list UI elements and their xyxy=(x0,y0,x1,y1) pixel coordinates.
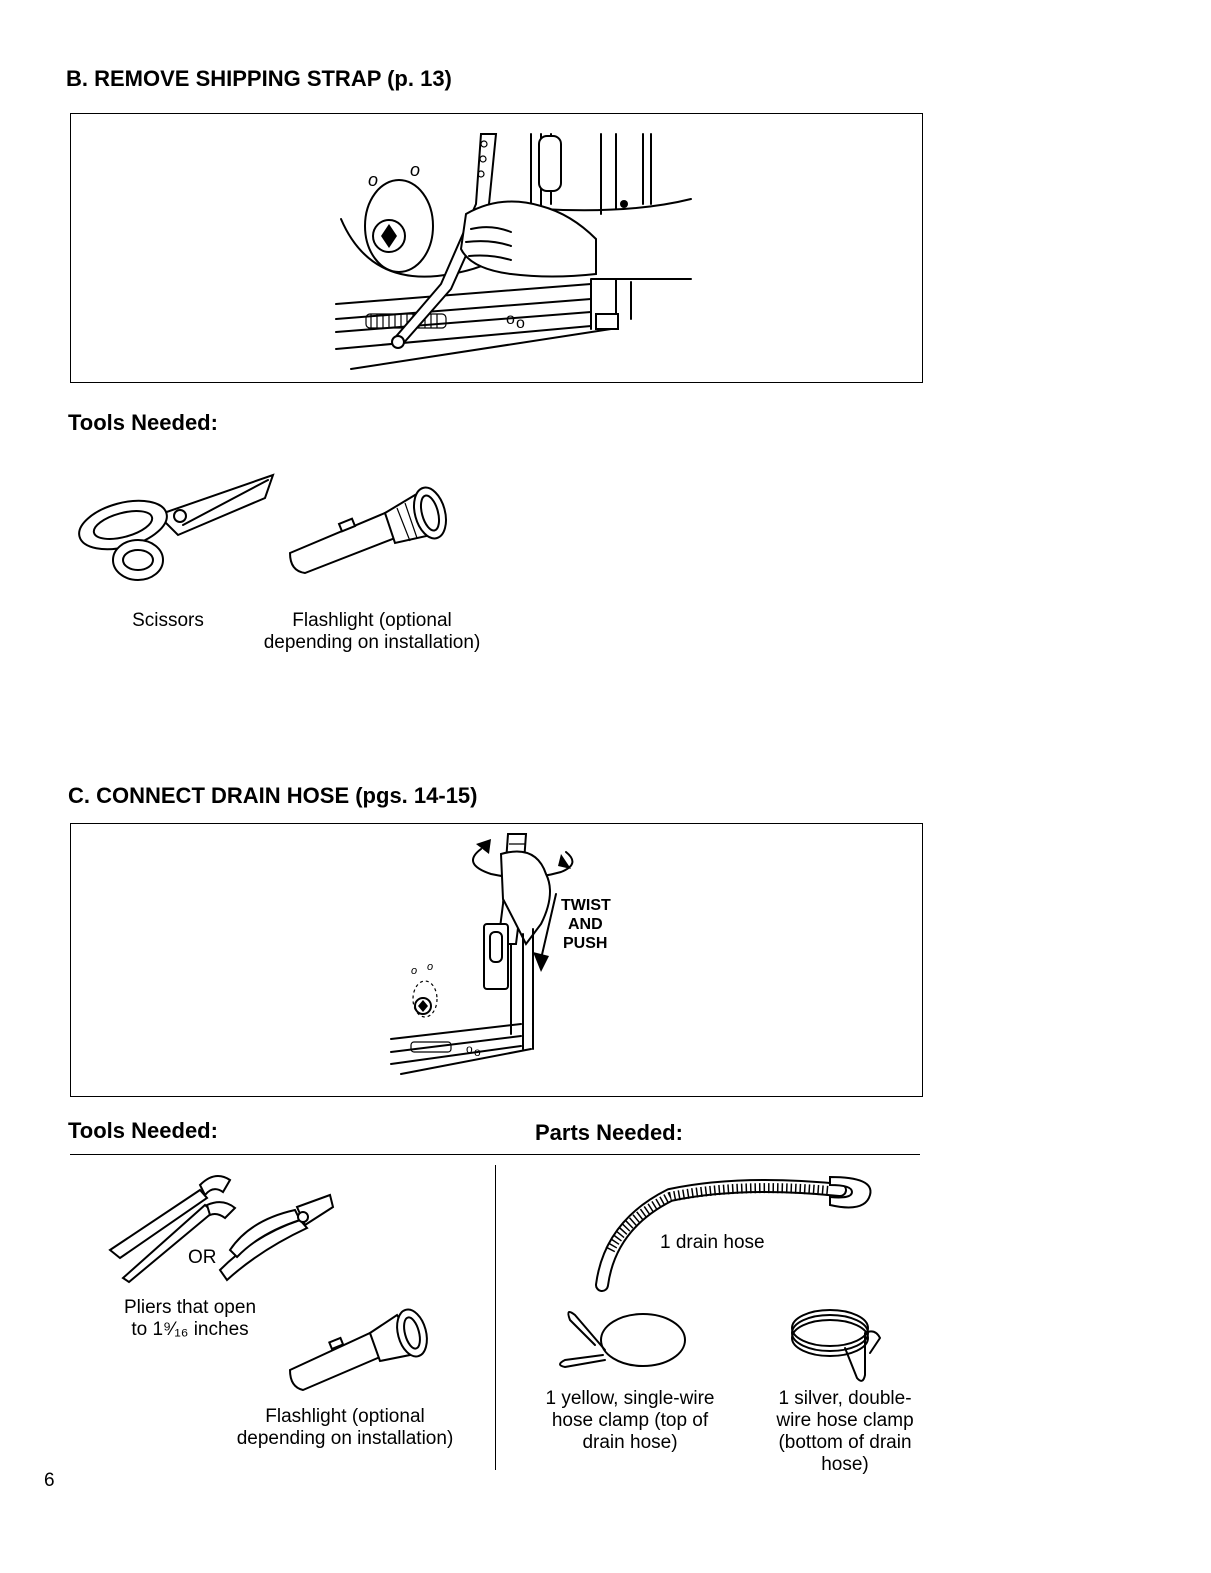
flashlight-label-line1: Flashlight (optional xyxy=(292,610,452,631)
yellow-clamp-line2: hose clamp (top of xyxy=(551,1410,709,1431)
pliers-label-line1: Pliers that open xyxy=(123,1297,257,1318)
washer-shipping-strap-illustration: o o o o xyxy=(335,133,692,370)
yellow-clamp-line1: 1 yellow, single-wire xyxy=(545,1388,715,1409)
flashlight-label-c: Flashlight (optional depending on instal… xyxy=(210,1406,480,1450)
svg-text:o: o xyxy=(474,1045,481,1059)
double-wire-clamp-icon xyxy=(791,1309,881,1382)
flashlight-icon xyxy=(288,1308,428,1392)
pliers-label: Pliers that open to 1⁹⁄₁₆ inches xyxy=(105,1297,275,1341)
scissors-icon xyxy=(78,473,275,581)
silver-clamp-line4: hose) xyxy=(821,1454,869,1475)
svg-text:o: o xyxy=(427,961,433,973)
flashlight-label-line2: depending on installation) xyxy=(236,1428,454,1449)
tongue-and-groove-pliers-icon xyxy=(108,1175,237,1284)
svg-text:o: o xyxy=(506,311,515,328)
flashlight-label-line1: Flashlight (optional xyxy=(265,1406,425,1427)
drain-hose-figure: o o o o TWIST AND PUSH xyxy=(70,823,923,1097)
flashlight-icon xyxy=(288,486,447,575)
section-b-tools-heading: Tools Needed: xyxy=(68,410,218,435)
headings-rule xyxy=(70,1154,920,1155)
page-number: 6 xyxy=(44,1470,55,1491)
section-c-heading: C. CONNECT DRAIN HOSE (pgs. 14-15) xyxy=(68,783,478,808)
section-c-tools-heading: Tools Needed: xyxy=(68,1118,218,1143)
slip-joint-pliers-icon xyxy=(218,1193,335,1282)
drain-hose-icon xyxy=(595,1175,872,1292)
twist-label: TWIST xyxy=(561,897,611,914)
scissors-label: Scissors xyxy=(132,610,204,631)
push-label: PUSH xyxy=(563,935,607,952)
shipping-strap-figure: o o o o xyxy=(70,113,923,383)
svg-text:o: o xyxy=(410,160,420,180)
yellow-clamp-label: 1 yellow, single-wire hose clamp (top of… xyxy=(520,1388,740,1454)
pliers-label-line2: to 1⁹⁄₁₆ inches xyxy=(131,1319,249,1340)
svg-text:o: o xyxy=(368,170,378,190)
column-divider xyxy=(495,1165,496,1470)
section-b-heading: B. REMOVE SHIPPING STRAP (p. 13) xyxy=(66,66,452,91)
twist-and-push-illustration: o o o o TWIST AND PUSH xyxy=(390,833,611,1075)
single-wire-clamp-icon xyxy=(559,1310,686,1368)
silver-clamp-line3: (bottom of drain xyxy=(778,1432,912,1453)
flashlight-label-line2: depending on installation) xyxy=(263,632,481,653)
silver-clamp-line2: wire hose clamp xyxy=(776,1410,914,1431)
section-c-parts-heading: Parts Needed: xyxy=(535,1120,683,1145)
svg-text:o: o xyxy=(411,965,417,977)
yellow-clamp-line3: drain hose) xyxy=(582,1432,678,1453)
silver-clamp-line1: 1 silver, double- xyxy=(778,1388,912,1409)
and-label: AND xyxy=(568,916,603,933)
svg-text:o: o xyxy=(516,315,525,332)
drain-hose-label: 1 drain hose xyxy=(660,1232,765,1253)
flashlight-label-b: Flashlight (optional depending on instal… xyxy=(237,610,507,654)
svg-text:o: o xyxy=(466,1042,473,1056)
pliers-or-text: OR xyxy=(188,1247,217,1268)
silver-clamp-label: 1 silver, double- wire hose clamp (botto… xyxy=(755,1388,935,1476)
